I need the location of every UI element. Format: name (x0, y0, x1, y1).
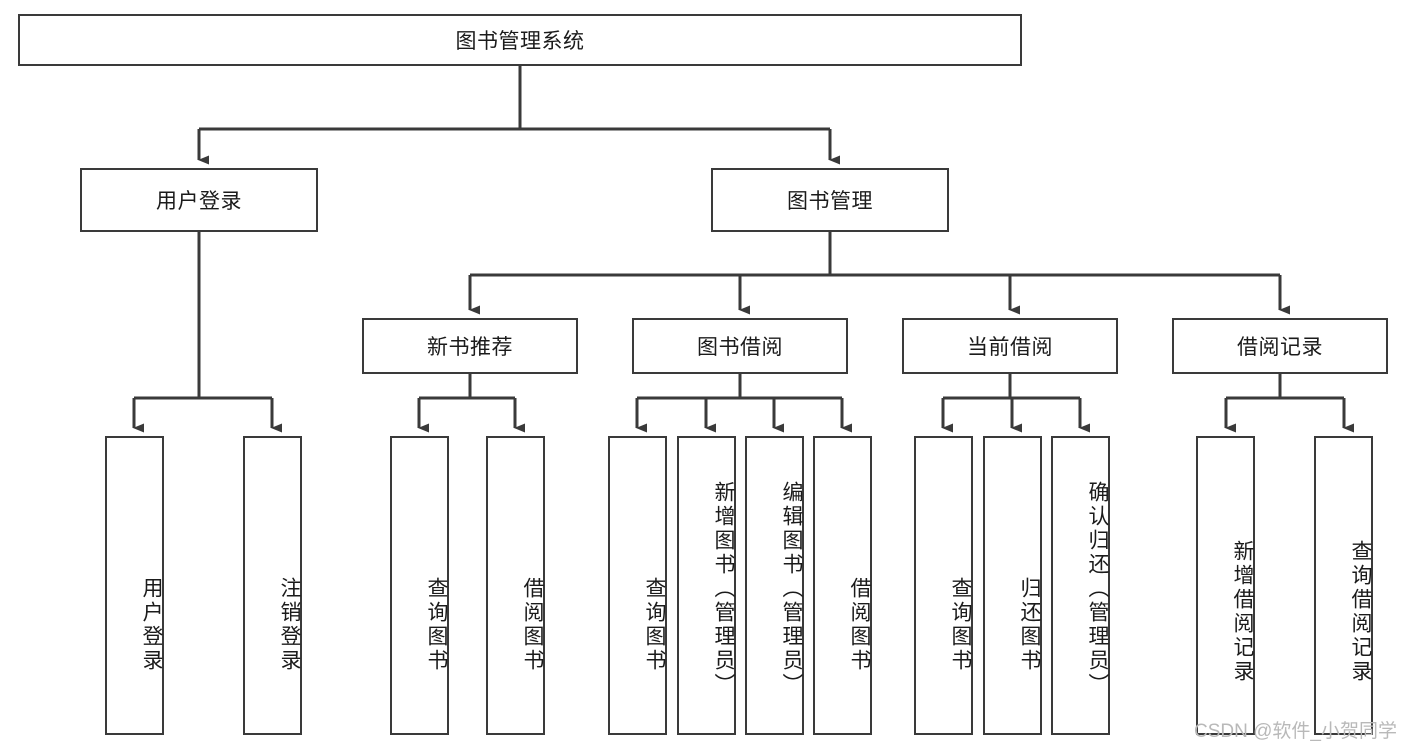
node-label: 当前借阅 (967, 336, 1053, 359)
node-leaf-query-book-2[interactable]: 查询图书 (608, 436, 667, 735)
node-leaf-add-record[interactable]: 新增借阅记录 (1196, 436, 1255, 735)
node-borrow-record[interactable]: 借阅记录 (1172, 318, 1388, 374)
node-label: 借阅图书 (521, 576, 544, 673)
node-leaf-add-book[interactable]: 新增图书（管理员） (677, 436, 736, 735)
node-label: 查询借阅记录 (1349, 539, 1372, 684)
node-label: 用户登录 (156, 190, 242, 213)
node-leaf-user-login[interactable]: 用户登录 (105, 436, 164, 735)
node-leaf-return-book[interactable]: 归还图书 (983, 436, 1042, 735)
node-label: 新书推荐 (427, 336, 513, 359)
node-book-borrow[interactable]: 图书借阅 (632, 318, 848, 374)
node-label: 图书管理 (787, 190, 873, 213)
node-root-system[interactable]: 图书管理系统 (18, 14, 1022, 66)
node-label: 借阅记录 (1237, 336, 1323, 359)
node-label: 归还图书 (1018, 576, 1041, 673)
node-label: 查询图书 (949, 576, 972, 673)
node-current-borrow[interactable]: 当前借阅 (902, 318, 1118, 374)
node-label: 图书借阅 (697, 336, 783, 359)
node-new-book-recommend[interactable]: 新书推荐 (362, 318, 578, 374)
node-label: 用户登录 (140, 576, 163, 673)
node-leaf-query-book-1[interactable]: 查询图书 (390, 436, 449, 735)
node-leaf-logout-login[interactable]: 注销登录 (243, 436, 302, 735)
node-label: 注销登录 (278, 576, 301, 673)
node-label: 编辑图书（管理员） (780, 480, 803, 697)
node-label: 新增图书（管理员） (712, 480, 735, 697)
node-user-login[interactable]: 用户登录 (80, 168, 318, 232)
node-leaf-confirm-return[interactable]: 确认归还（管理员） (1051, 436, 1110, 735)
csdn-watermark: CSDN @软件_小贺同学 (1194, 721, 1397, 742)
node-leaf-query-book-3[interactable]: 查询图书 (914, 436, 973, 735)
node-label: 查询图书 (425, 576, 448, 673)
node-book-management[interactable]: 图书管理 (711, 168, 949, 232)
node-leaf-query-record[interactable]: 查询借阅记录 (1314, 436, 1373, 735)
node-label: 图书管理系统 (455, 30, 585, 53)
node-leaf-borrow-book-1[interactable]: 借阅图书 (486, 436, 545, 735)
node-label: 查询图书 (643, 576, 666, 673)
node-leaf-borrow-book-2[interactable]: 借阅图书 (813, 436, 872, 735)
node-label: 确认归还（管理员） (1086, 480, 1109, 697)
node-label: 借阅图书 (848, 576, 871, 673)
node-leaf-edit-book[interactable]: 编辑图书（管理员） (745, 436, 804, 735)
node-label: 新增借阅记录 (1231, 539, 1254, 684)
